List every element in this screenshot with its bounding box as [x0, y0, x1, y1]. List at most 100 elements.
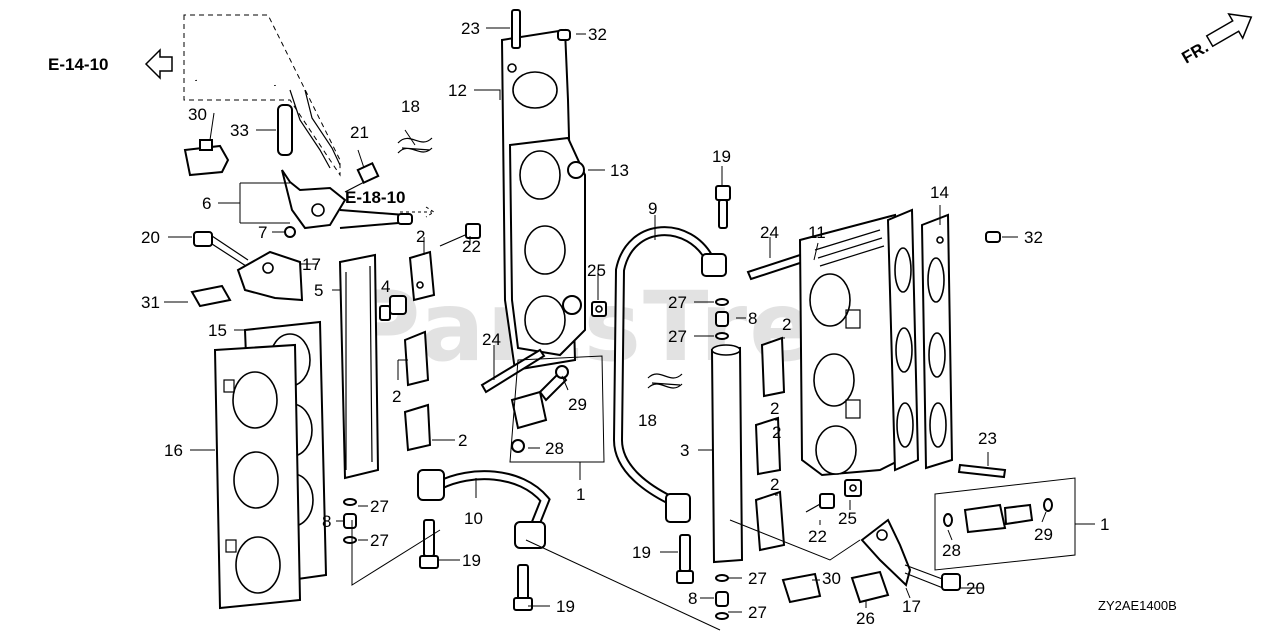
callout-29-left[interactable]: 29: [568, 395, 587, 414]
connector-4: [379, 295, 407, 321]
callout-25-center[interactable]: 25: [587, 261, 606, 280]
callout-24-center[interactable]: 24: [482, 330, 501, 349]
callout-24-right[interactable]: 24: [760, 223, 779, 242]
pin-32-top: [557, 29, 571, 41]
callout-33[interactable]: 33: [230, 121, 249, 140]
callout-2-a[interactable]: 2: [416, 227, 425, 246]
callout-27-a[interactable]: 27: [370, 497, 389, 516]
callout-20-left[interactable]: 20: [141, 228, 160, 247]
clamp-31: [190, 284, 232, 308]
callout-9[interactable]: 9: [648, 199, 657, 218]
bracket-2-b: [403, 330, 430, 387]
leader-rail-3: [729, 519, 861, 561]
fuel-rail-5: [338, 253, 380, 480]
sensor-30-right: [781, 572, 822, 604]
callout-20-right[interactable]: 20: [966, 579, 985, 598]
callout-15[interactable]: 15: [208, 321, 227, 340]
callout-11[interactable]: 11: [808, 223, 826, 242]
callout-21[interactable]: 21: [350, 123, 369, 142]
callout-5[interactable]: 5: [314, 281, 323, 300]
callout-29-right[interactable]: 29: [1034, 525, 1053, 544]
bracket-2-right-set: [754, 336, 786, 552]
stud-24-center: [480, 348, 546, 394]
callout-27-e[interactable]: 27: [748, 569, 767, 588]
callout-25-right[interactable]: 25: [838, 509, 857, 528]
front-direction-label: FR.: [1179, 37, 1212, 67]
reference-left-arrow-icon: [144, 48, 173, 80]
callout-22-a[interactable]: 22: [462, 237, 481, 256]
callout-2-g[interactable]: 2: [772, 423, 781, 442]
callout-32-right[interactable]: 32: [1024, 228, 1043, 247]
callout-2-f[interactable]: 2: [770, 475, 779, 494]
callout-17-right[interactable]: 17: [902, 597, 921, 616]
callout-labels: 23 32 12 13 18 30 33 21 6 7 20 17 31 5 4…: [141, 19, 1109, 628]
callout-2-d[interactable]: 2: [782, 315, 791, 334]
callout-27-c[interactable]: 27: [668, 293, 687, 312]
leader-hose-10: [525, 539, 721, 631]
callout-22-right[interactable]: 22: [808, 527, 827, 546]
gasket-11b: [886, 208, 920, 472]
callout-17-left[interactable]: 17: [302, 255, 321, 274]
callout-28-left[interactable]: 28: [545, 439, 564, 458]
callout-16[interactable]: 16: [164, 441, 183, 460]
callout-14[interactable]: 14: [930, 183, 949, 202]
callout-13[interactable]: 13: [610, 161, 629, 180]
callout-27-f[interactable]: 27: [748, 603, 767, 622]
washer-stack-left: [343, 498, 357, 544]
fuel-hose-9: [612, 226, 727, 523]
callout-31[interactable]: 31: [141, 293, 160, 312]
bolt-19-bottom: [676, 534, 694, 584]
callout-2-e[interactable]: 2: [770, 399, 779, 418]
bracket-17-right: [860, 518, 912, 587]
callout-3[interactable]: 3: [680, 441, 689, 460]
callout-8-b[interactable]: 8: [748, 309, 757, 328]
callout-4[interactable]: 4: [381, 277, 390, 296]
callout-19-c[interactable]: 19: [632, 543, 651, 562]
callout-6[interactable]: 6: [202, 194, 211, 213]
bracket-2-c: [403, 403, 432, 452]
manifold-11: [798, 213, 902, 477]
callout-10[interactable]: 10: [464, 509, 483, 528]
reference-middle[interactable]: E-18-10: [345, 188, 405, 207]
callout-2-b[interactable]: 2: [392, 387, 401, 406]
injector-1-right: [934, 477, 1076, 571]
bracket-17-left: [236, 250, 304, 302]
callout-27-b[interactable]: 27: [370, 531, 389, 550]
callout-27-d[interactable]: 27: [668, 327, 687, 346]
reference-left[interactable]: E-14-10: [48, 55, 108, 74]
callout-19-top[interactable]: 19: [712, 147, 731, 166]
hose-assembly: [183, 14, 341, 177]
callout-2-c[interactable]: 2: [458, 431, 467, 450]
callout-12[interactable]: 12: [448, 81, 467, 100]
bolt-20-left: [193, 231, 249, 267]
callout-1-left[interactable]: 1: [576, 485, 585, 504]
clip-18-center: [647, 373, 683, 389]
callout-30-right[interactable]: 30: [822, 569, 841, 588]
callout-18-top[interactable]: 18: [401, 97, 420, 116]
callout-32-top[interactable]: 32: [588, 25, 607, 44]
fuel-hose-10: [417, 469, 551, 549]
leader-left-stack: [351, 520, 441, 586]
callout-23-top[interactable]: 23: [461, 19, 480, 38]
callout-23-right[interactable]: 23: [978, 429, 997, 448]
callout-7[interactable]: 7: [258, 223, 267, 242]
callout-8-a[interactable]: 8: [322, 512, 331, 531]
callout-19-b[interactable]: 19: [556, 597, 575, 616]
clamp-26: [850, 570, 890, 604]
pin-32-right: [985, 231, 1001, 243]
fuel-rail-3: [710, 344, 744, 564]
manifold-13: [508, 136, 586, 357]
intake-manifold-16: [213, 343, 302, 610]
callout-18-center[interactable]: 18: [638, 411, 657, 430]
leader-lines: [164, 27, 1095, 613]
bolt-21: [344, 161, 380, 193]
callout-28-right[interactable]: 28: [942, 541, 961, 560]
callout-8-c[interactable]: 8: [688, 589, 697, 608]
injector-1-left: [509, 355, 605, 463]
callout-30-left[interactable]: 30: [188, 105, 207, 124]
bolt-19-top: [715, 185, 731, 229]
callout-26[interactable]: 26: [856, 609, 875, 628]
callout-19-a[interactable]: 19: [462, 551, 481, 570]
callout-1-right[interactable]: 1: [1100, 515, 1109, 534]
